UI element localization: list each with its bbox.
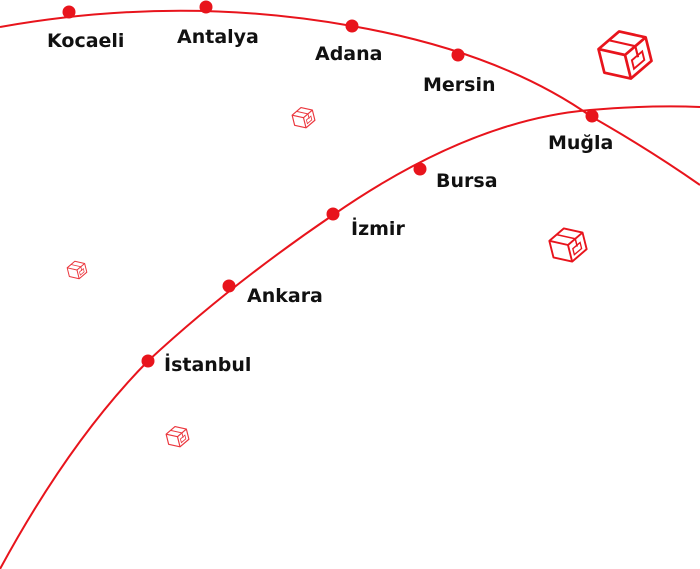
- route-stop-marker: [141, 354, 155, 368]
- route-stop-marker: [62, 5, 76, 19]
- outer-stop-kocaeli[interactable]: Kocaeli: [47, 5, 124, 53]
- inner-stop-istanbul[interactable]: İstanbul: [141, 352, 252, 376]
- city-label: Antalya: [177, 26, 259, 48]
- route-stop-marker: [585, 109, 599, 123]
- route-stop-marker: [199, 0, 213, 14]
- city-label: İstanbul: [164, 352, 251, 376]
- package-box-icon: [546, 223, 590, 267]
- outer-stop-mugla[interactable]: Muğla: [548, 109, 613, 155]
- city-label: Mersin: [423, 74, 496, 96]
- city-label: İzmir: [351, 216, 405, 240]
- route-stop-marker: [413, 162, 427, 176]
- package-box-icon: [594, 24, 656, 86]
- route-stop-marker: [345, 19, 359, 33]
- outer-stop-adana[interactable]: Adana: [315, 19, 382, 66]
- outer-stop-antalya[interactable]: Antalya: [177, 0, 259, 49]
- package-box-icon: [290, 104, 317, 131]
- inner-stop-ankara[interactable]: Ankara: [222, 279, 323, 308]
- city-label: Bursa: [436, 170, 498, 192]
- route-stop-marker: [222, 279, 236, 293]
- inner-stop-bursa[interactable]: Bursa: [413, 162, 498, 193]
- city-label: Kocaeli: [47, 30, 124, 52]
- route-stop-marker: [451, 48, 465, 62]
- city-label: Adana: [315, 43, 382, 65]
- city-label: Ankara: [247, 285, 323, 307]
- inner-route-line: [0, 105, 700, 569]
- outer-route-line: [0, 9, 700, 186]
- outer-stop-mersin[interactable]: Mersin: [423, 48, 496, 97]
- inner-stop-izmir[interactable]: İzmir: [326, 207, 406, 241]
- route-stop-marker: [326, 207, 340, 221]
- package-box-icon: [164, 423, 191, 450]
- package-box-icon: [65, 258, 89, 282]
- city-label: Muğla: [548, 132, 613, 154]
